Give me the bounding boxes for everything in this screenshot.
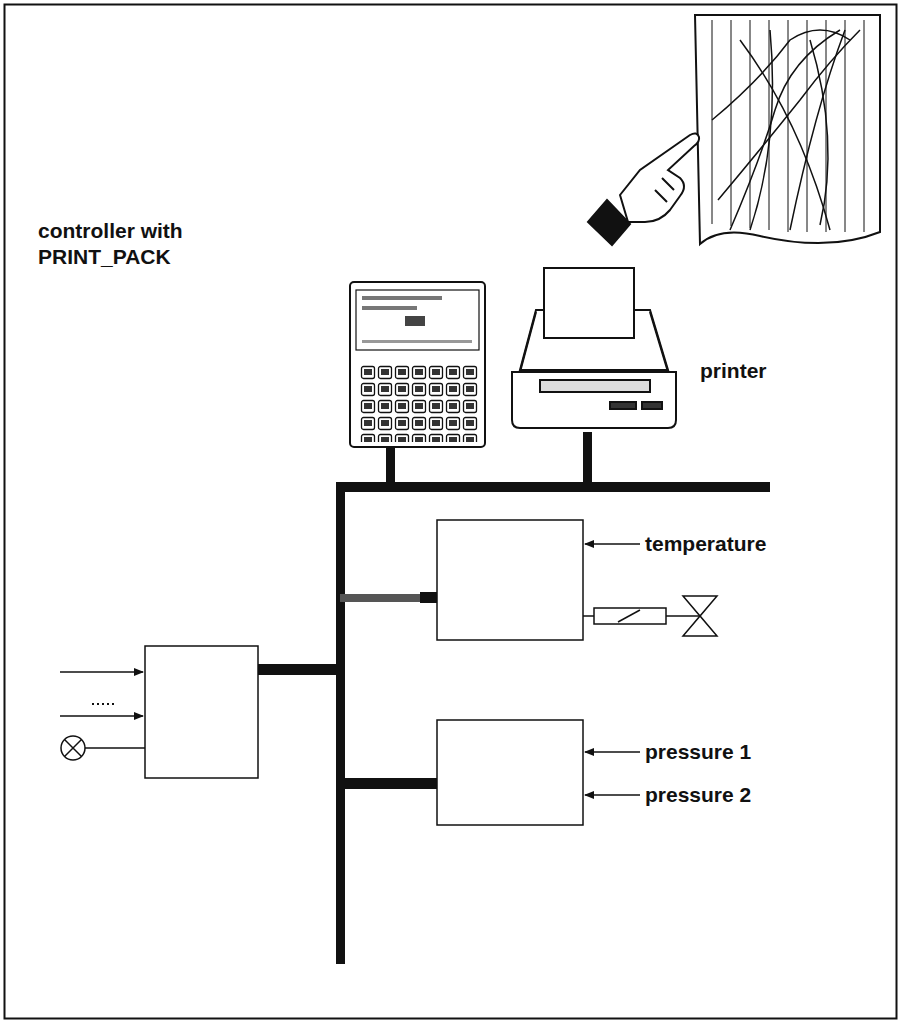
frame: [5, 5, 897, 1019]
io-module: [437, 720, 640, 825]
signal-label: temperature: [645, 531, 766, 557]
fieldbus: [258, 432, 770, 964]
pointing-hand: [588, 133, 699, 245]
lamp-symbol: [61, 736, 85, 760]
device-label: controller with PRINT_PACK: [38, 218, 238, 271]
printer-device: [512, 268, 676, 428]
io-module: [60, 646, 258, 778]
signal-label: pressure 2: [645, 782, 751, 808]
signal-label: pressure 1: [645, 739, 751, 765]
controller-device: [350, 282, 485, 447]
valve-symbol: [683, 596, 717, 636]
device-label: printer: [700, 358, 767, 384]
printout: [695, 15, 880, 244]
